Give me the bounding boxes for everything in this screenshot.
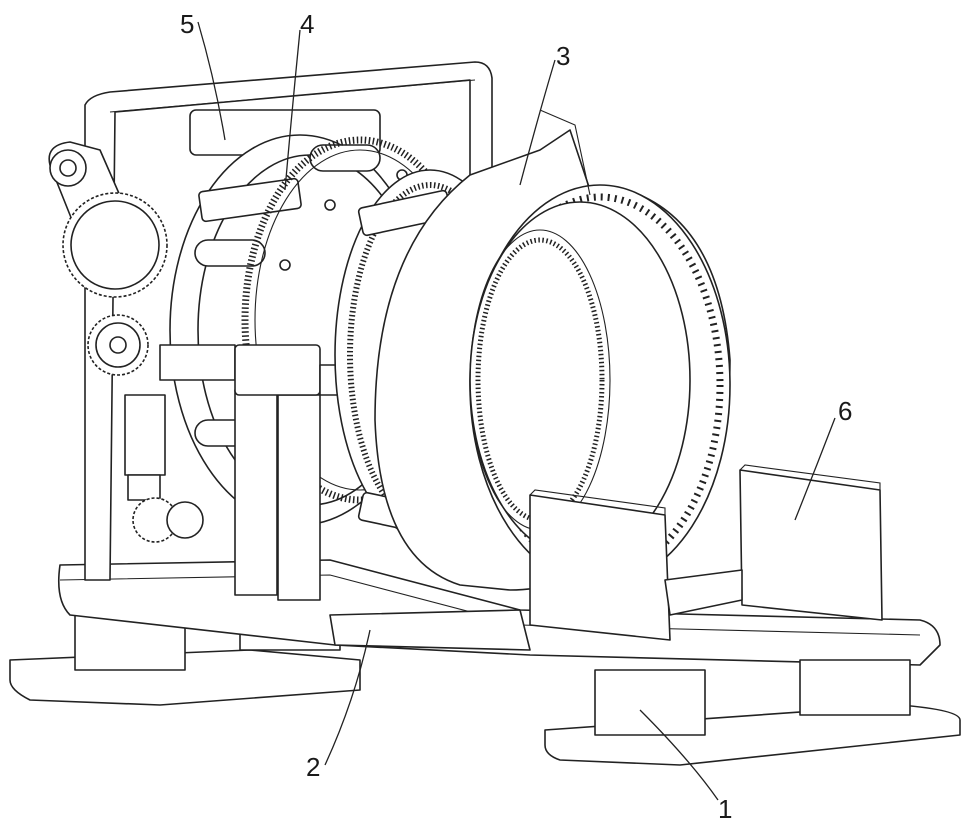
rear-bracket-plate bbox=[740, 470, 882, 620]
callout-2: 2 bbox=[306, 752, 320, 782]
callout-3: 3 bbox=[556, 41, 570, 71]
right-foot-block-a bbox=[595, 670, 705, 735]
connecting-beam bbox=[330, 610, 530, 650]
callout-1: 1 bbox=[718, 794, 732, 824]
callout-5: 5 bbox=[180, 9, 194, 39]
callout-6: 6 bbox=[838, 396, 852, 426]
right-foot-block-b bbox=[800, 660, 910, 715]
front-bracket-plate bbox=[530, 495, 670, 640]
callout-4: 4 bbox=[300, 9, 314, 39]
